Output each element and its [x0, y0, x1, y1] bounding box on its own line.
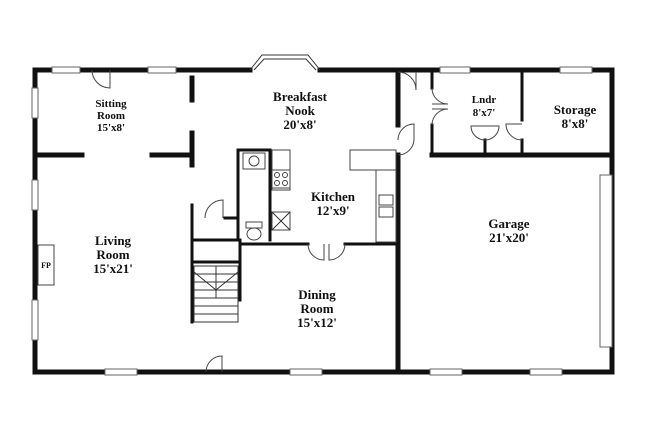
- laundry-name: Lndr: [472, 94, 497, 106]
- living-room-size: 15'x21': [93, 261, 133, 276]
- storage-name: Storage: [554, 102, 597, 117]
- sitting-room-name-line1: Sitting: [95, 98, 127, 110]
- kitchen-fixtures: [271, 149, 397, 243]
- doors: [91, 69, 523, 373]
- breakfast-nook-name-line1: Breakfast: [273, 89, 328, 104]
- windows: [31, 66, 613, 376]
- sitting-room-size: 15'x8': [97, 122, 125, 134]
- stairs: [193, 265, 239, 323]
- room-labels: Sitting Room 15'x8' Breakfast Nook 20'x8…: [93, 89, 596, 330]
- laundry-size: 8'x7': [473, 107, 496, 119]
- living-room-name-line1: Living: [95, 233, 132, 248]
- garage-size: 21'x20': [489, 230, 529, 245]
- kitchen-size: 12'x9': [316, 203, 349, 218]
- garage-name: Garage: [488, 216, 529, 231]
- powder-room-fixtures: [242, 152, 266, 241]
- fireplace-label: FP: [41, 261, 51, 270]
- dining-room-size: 15'x12': [297, 315, 337, 330]
- interior-walls: [32, 67, 615, 375]
- sitting-room-name-line2: Room: [97, 110, 125, 122]
- kitchen-name: Kitchen: [311, 189, 356, 204]
- bay-window: [249, 54, 321, 71]
- living-room-name-line2: Room: [96, 247, 129, 262]
- storage-size: 8'x8': [562, 116, 589, 131]
- dining-room-name-line1: Dining: [298, 287, 336, 302]
- fireplace: FP: [37, 244, 55, 286]
- breakfast-nook-name-line2: Nook: [285, 103, 315, 118]
- dining-room-name-line2: Room: [300, 301, 333, 316]
- breakfast-nook-size: 20'x8': [283, 117, 316, 132]
